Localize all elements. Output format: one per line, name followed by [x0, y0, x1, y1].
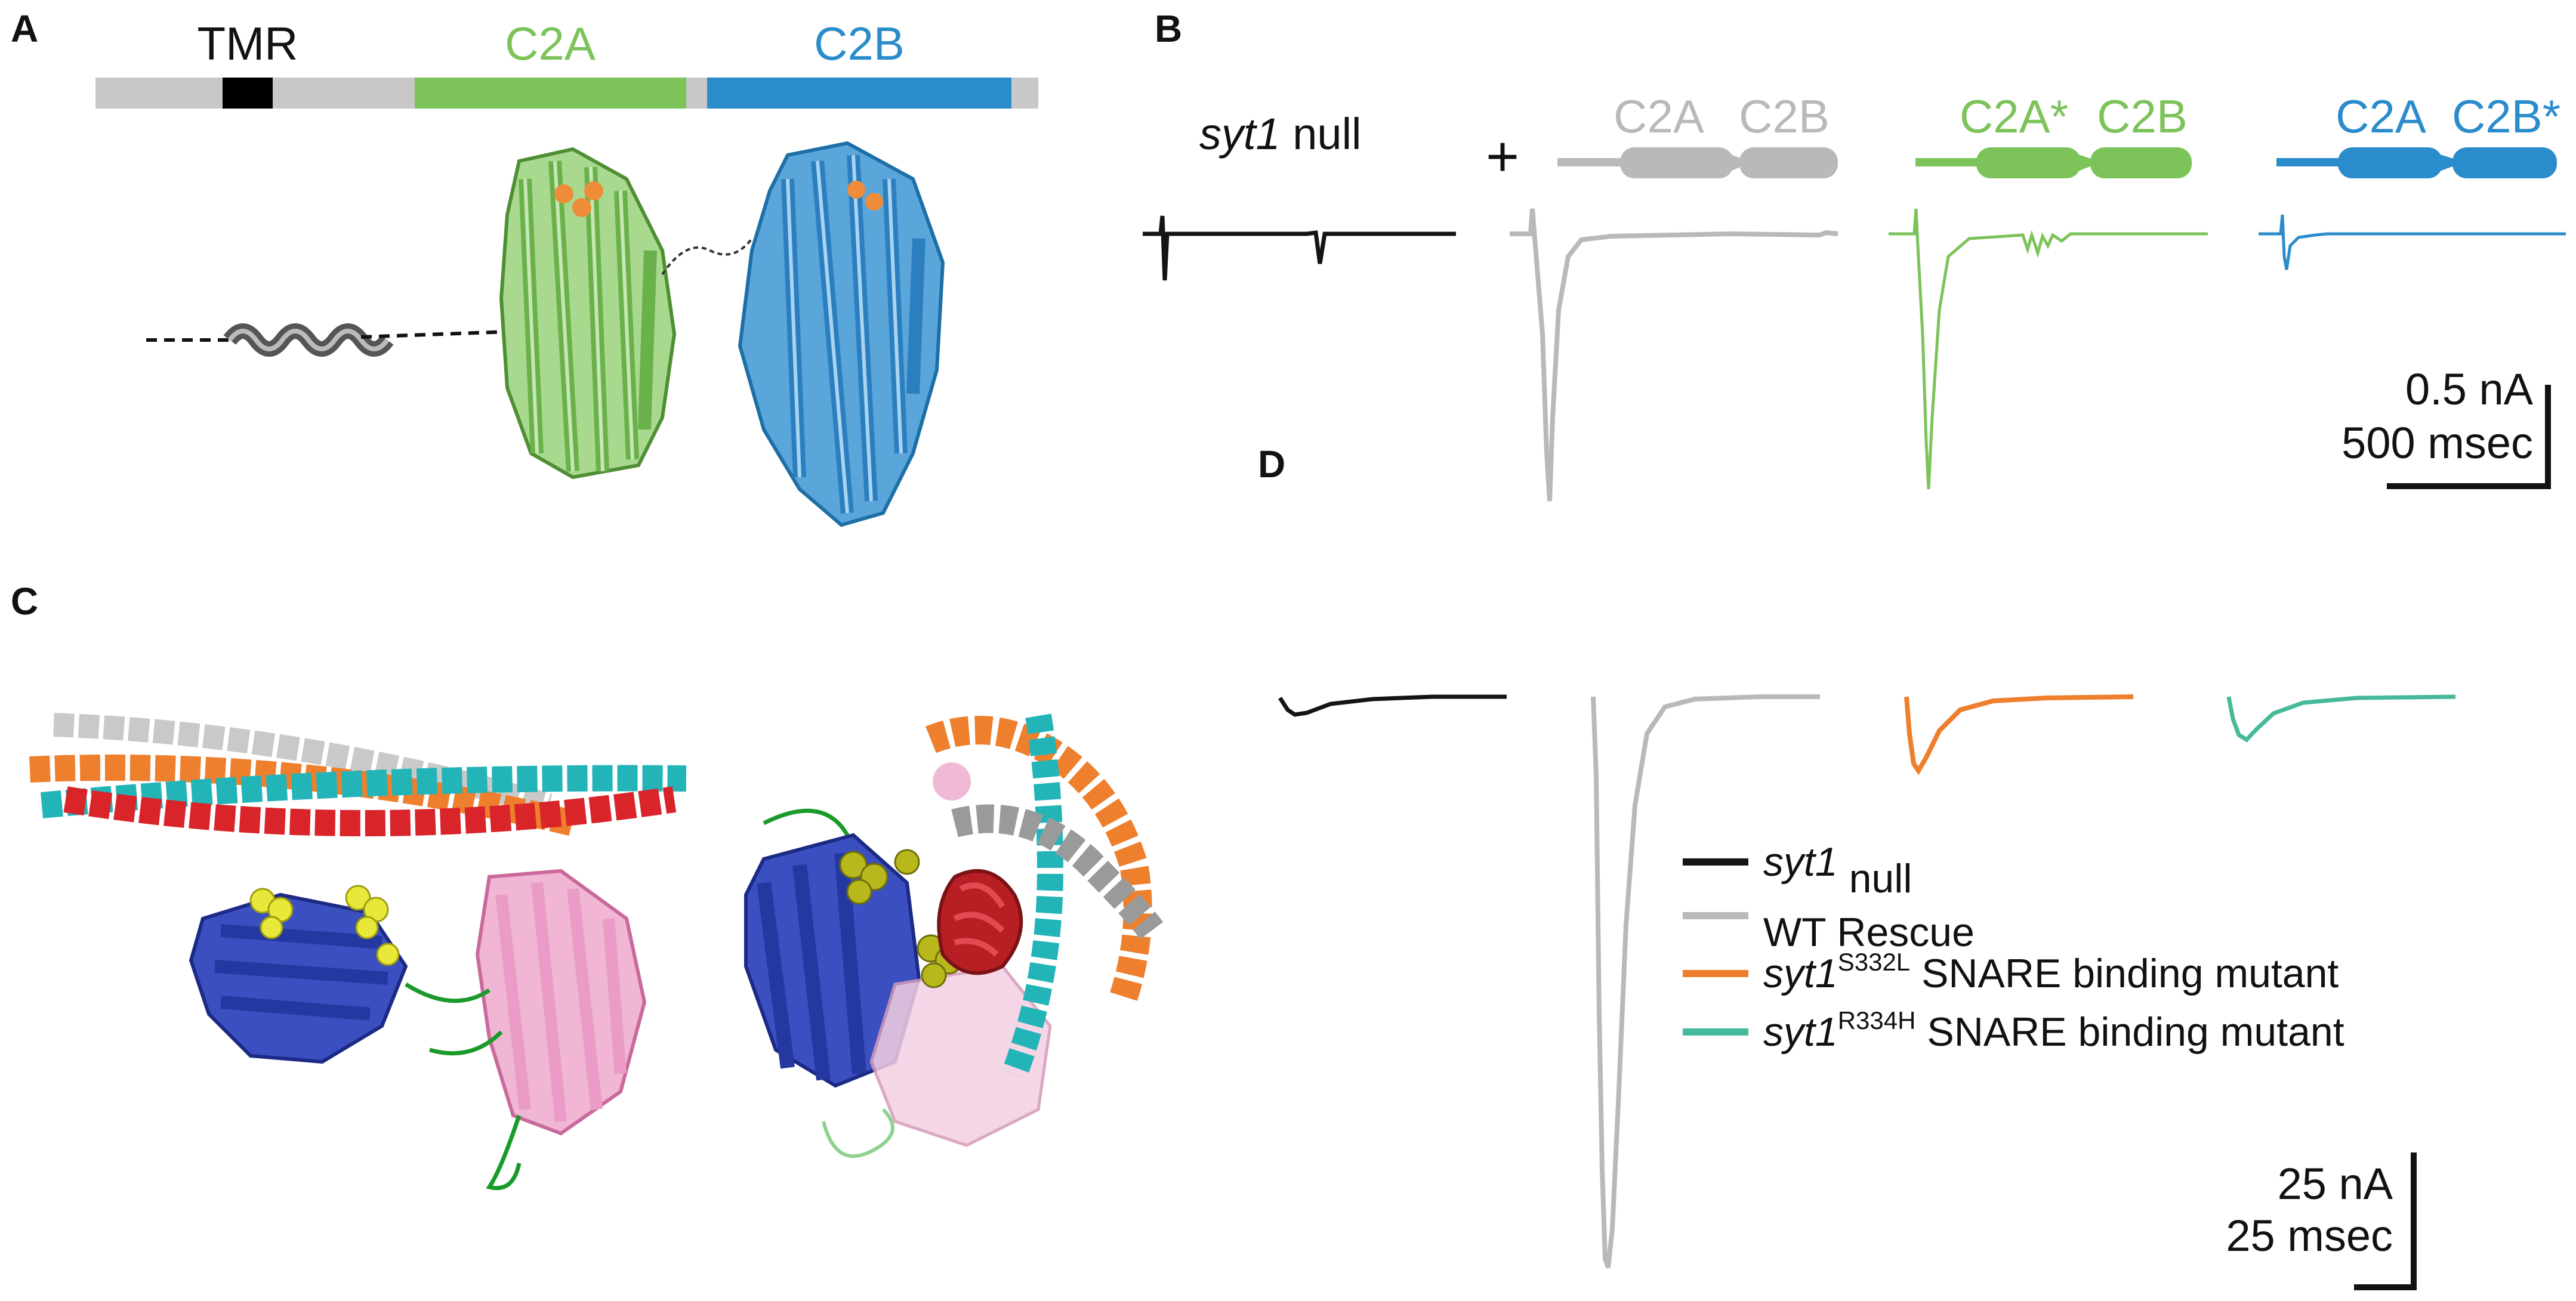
c2b-domain-structure — [738, 141, 945, 527]
c2b-label: C2B — [814, 17, 905, 70]
panel-d-letter: D — [1258, 443, 1285, 486]
construct-c2b-mutant-c2b-label: C2B* — [2452, 90, 2560, 143]
scale-b-y-label: 0.5 nA — [2405, 364, 2534, 414]
c2a-domain-structure — [499, 147, 677, 480]
scale-bar-b: 0.5 nA 500 msec — [2341, 364, 2551, 489]
construct-c2b-mutant: C2A C2B* — [2276, 90, 2560, 178]
panel-b-letter: B — [1155, 7, 1182, 50]
trace-d-r334h — [2226, 694, 2456, 743]
construct-wt: C2A C2B — [1557, 90, 1838, 178]
snare-syt1-complex-top-view — [744, 713, 1164, 1158]
syt1-structure — [146, 141, 945, 527]
tm-helix — [223, 323, 394, 357]
svg-text:syt1 null: syt1 null — [1763, 839, 1912, 901]
legend-item-wt-rescue: WT Rescue — [1683, 910, 1975, 955]
construct-wt-c2b-label: C2B — [1739, 90, 1830, 143]
panel-c: C — [11, 580, 1164, 1191]
panel-a-letter: A — [11, 7, 38, 50]
svg-text:syt1R334H SNARE binding mutant: syt1R334H SNARE binding mutant — [1763, 1006, 2344, 1055]
legend-d: syt1 null WT Rescue syt1S332L SNARE bind… — [1683, 839, 2344, 1055]
snare-syt1-complex-side-view — [29, 713, 687, 1191]
scale-b-x-label: 500 msec — [2341, 418, 2533, 468]
scale-d-x-label: 25 msec — [2226, 1211, 2393, 1260]
panel-a: A TMR C2A C2B — [11, 7, 1038, 527]
legend-item-s332l: syt1S332L SNARE binding mutant — [1683, 948, 2339, 996]
syt1-null-italic: syt1 — [1199, 109, 1281, 159]
trace-d-wt — [1591, 694, 1820, 1269]
trace-d-s332l — [1904, 694, 2134, 775]
calcium-ions — [554, 181, 883, 217]
trace-d-syt1-null — [1278, 694, 1507, 717]
construct-wt-c2a-label: C2A — [1614, 90, 1704, 143]
construct-c2a-mutant-c2b-label: C2B — [2097, 90, 2188, 143]
c2b-domain-block — [707, 78, 1011, 109]
construct-c2a-mutant: C2A* C2B — [1915, 90, 2192, 178]
tmr-block — [223, 78, 273, 109]
svg-text:WT Rescue: WT Rescue — [1763, 910, 1975, 955]
plus-sign: + — [1486, 125, 1519, 188]
trace-b-wt — [1510, 208, 1838, 502]
construct-c2b-mutant-c2a-label: C2A — [2336, 90, 2426, 143]
trace-b-syt1-null — [1143, 215, 1456, 281]
syt1-null-rest: null — [1281, 109, 1362, 159]
trace-b-c2b-mutant — [2259, 214, 2566, 270]
c2a-domain-block — [415, 78, 686, 109]
scale-d-y-label: 25 nA — [2278, 1159, 2393, 1209]
panel-c-letter: C — [11, 580, 38, 623]
panel-d: D syt1 null WT Rescue syt1S332L — [1258, 443, 2456, 1290]
syt1-null-label: syt1 null — [1199, 109, 1361, 159]
tmr-label: TMR — [198, 17, 298, 70]
c2a-label: C2A — [505, 17, 596, 70]
trace-b-c2a-mutant — [1889, 208, 2208, 490]
construct-c2a-mutant-c2a-label: C2A* — [1960, 90, 2068, 143]
svg-text:syt1S332L SNARE binding mutant: syt1S332L SNARE binding mutant — [1763, 948, 2339, 996]
panel-b: B syt1 null + C2A C2B C2A* C2B C2A C2B* — [1143, 7, 2566, 502]
scale-bar-d: 25 nA 25 msec — [2226, 1152, 2417, 1290]
legend-item-r334h: syt1R334H SNARE binding mutant — [1683, 1006, 2344, 1055]
legend-item-null: syt1 null — [1683, 839, 1912, 901]
